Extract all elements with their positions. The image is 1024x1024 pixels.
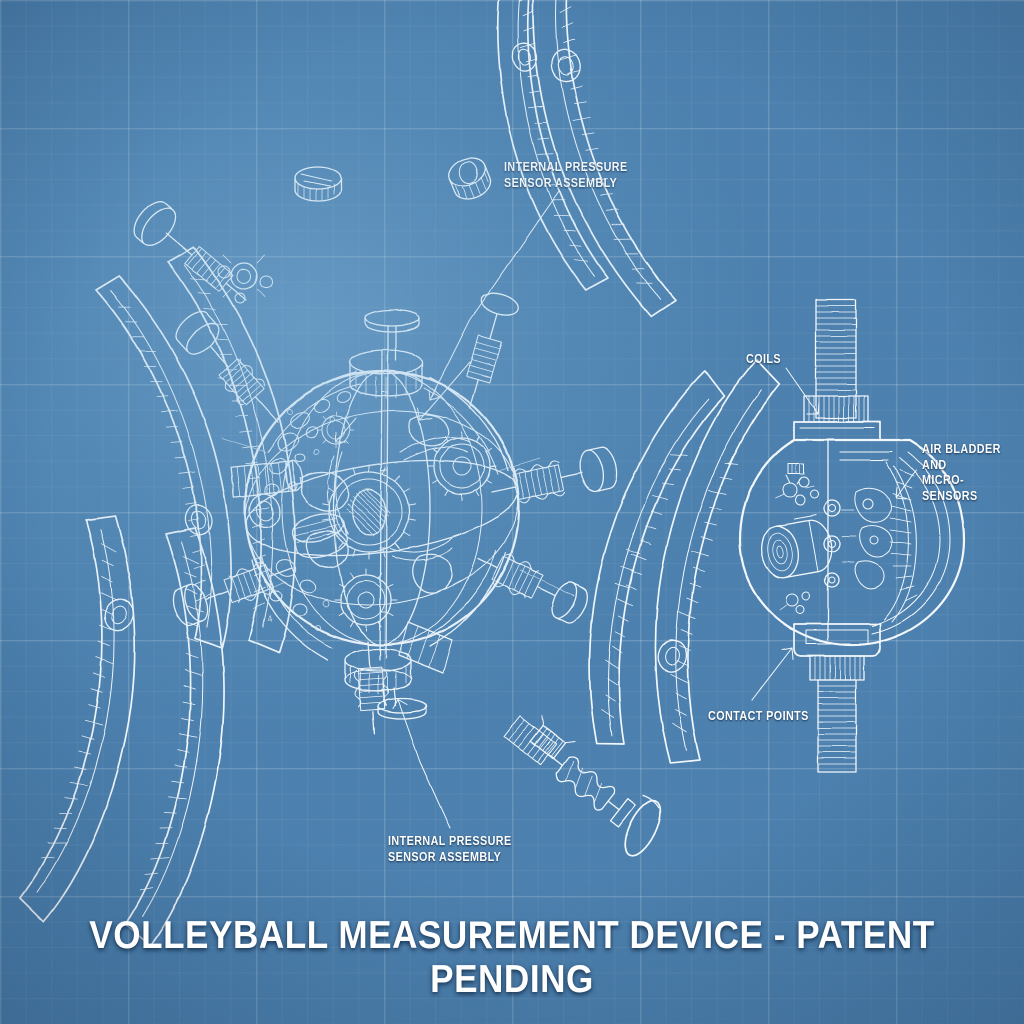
callout-internal-pressure-sensor-top: INTERNAL PRESSURE SENSOR ASSEMBLY xyxy=(504,160,628,190)
callout-internal-pressure-sensor-bottom: INTERNAL PRESSURE SENSOR ASSEMBLY xyxy=(388,834,512,864)
sheet-title: VOLLEYBALL MEASUREMENT DEVICE - PATENT P… xyxy=(89,914,935,1001)
callout-coils: COILS xyxy=(746,352,782,366)
callout-contact-points: CONTACT POINTS xyxy=(708,709,809,723)
callout-air-bladder-and-micro-sensors: AIR BLADDER AND MICRO-SENSORS xyxy=(922,442,1001,503)
